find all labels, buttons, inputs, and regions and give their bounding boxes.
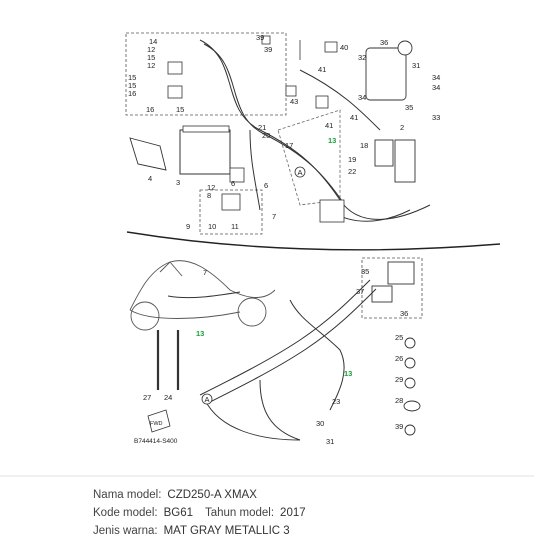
part-number: 34 <box>432 73 440 82</box>
part-number: 39 <box>256 33 264 42</box>
part-number: 36 <box>380 38 388 47</box>
part-number: 17 <box>285 141 293 150</box>
callout-a-top: A <box>298 168 303 177</box>
part-number: 22 <box>348 167 356 176</box>
part-number: 40 <box>340 43 348 52</box>
part-number-highlight: 13 <box>196 329 204 338</box>
part-number: 35 <box>405 103 413 112</box>
part-number: 35 <box>361 267 369 276</box>
part-number: 37 <box>356 287 364 296</box>
color-row: Jenis warna: MAT GRAY METALLIC 3 <box>93 525 290 537</box>
color-value: MAT GRAY METALLIC 3 <box>163 525 290 537</box>
part-number: 9 <box>186 222 190 231</box>
part-number: 41 <box>318 65 326 74</box>
model-year-label: Tahun model: <box>205 507 275 519</box>
part-number: 3 <box>176 178 180 187</box>
part-number: 15 <box>147 53 155 62</box>
part-number-highlight: 13 <box>344 369 352 378</box>
part-number: 34 <box>358 93 366 102</box>
model-code-row: Kode model: BG61 Tahun model: 2017 <box>93 507 306 519</box>
part-number: 15 <box>128 81 136 90</box>
part-number: 25 <box>395 333 403 342</box>
wiring-harness-diagram: FWD A A 14 12 15 12 15 15 16 16 15 39 39… <box>0 32 534 477</box>
model-name-row: Nama model: CZD250-A XMAX <box>93 489 257 501</box>
part-number: 15 <box>128 73 136 82</box>
part-number: 15 <box>176 105 184 114</box>
part-number: 6 <box>231 179 235 188</box>
part-number: 12 <box>207 183 215 192</box>
part-number: 7 <box>203 268 207 277</box>
part-number: 11 <box>231 222 239 231</box>
part-number: 2 <box>400 123 404 132</box>
part-number: 36 <box>400 309 408 318</box>
model-name-value: CZD250-A XMAX <box>167 489 257 501</box>
model-code-label: Kode model: <box>93 507 158 519</box>
part-number: 19 <box>348 155 356 164</box>
part-number: 27 <box>143 393 151 402</box>
part-number: 16 <box>146 105 154 114</box>
part-number: 12 <box>147 61 155 70</box>
part-number: 14 <box>149 37 157 46</box>
part-number: 34 <box>432 83 440 92</box>
model-year-value: 2017 <box>280 507 306 519</box>
part-number: 29 <box>395 375 403 384</box>
part-number: 4 <box>148 174 152 183</box>
part-number: 26 <box>395 354 403 363</box>
callout-a-bottom: A <box>205 395 210 404</box>
part-number: 41 <box>350 113 358 122</box>
model-code-value: BG61 <box>163 507 193 519</box>
part-number: 18 <box>360 141 368 150</box>
part-number-highlight: 13 <box>328 136 336 145</box>
part-number: 16 <box>128 89 136 98</box>
part-number: 31 <box>412 61 420 70</box>
part-number: 21 <box>258 123 266 132</box>
part-number: 39 <box>264 45 272 54</box>
model-info-panel: Nama model: CZD250-A XMAX Kode model: BG61… <box>0 478 534 537</box>
part-number: 24 <box>164 393 172 402</box>
part-number: 7 <box>272 212 276 221</box>
part-number: 31 <box>326 437 334 446</box>
part-number: 20 <box>262 131 270 140</box>
part-number: 12 <box>147 45 155 54</box>
part-number: 32 <box>358 53 366 62</box>
model-name-label: Nama model: <box>93 489 162 501</box>
part-number: 28 <box>395 396 403 405</box>
part-number: 8 <box>207 191 211 200</box>
part-number: 6 <box>264 181 268 190</box>
part-number: 41 <box>325 121 333 130</box>
part-number: 23 <box>332 397 340 406</box>
fwd-label: FWD <box>150 421 163 427</box>
part-number: 30 <box>316 419 324 428</box>
diagram-code: B744414-S400 <box>134 438 178 445</box>
part-number: 33 <box>432 113 440 122</box>
part-number: 39 <box>395 422 403 431</box>
color-label: Jenis warna: <box>93 525 158 537</box>
part-number: 43 <box>290 97 298 106</box>
part-number: 10 <box>208 222 216 231</box>
